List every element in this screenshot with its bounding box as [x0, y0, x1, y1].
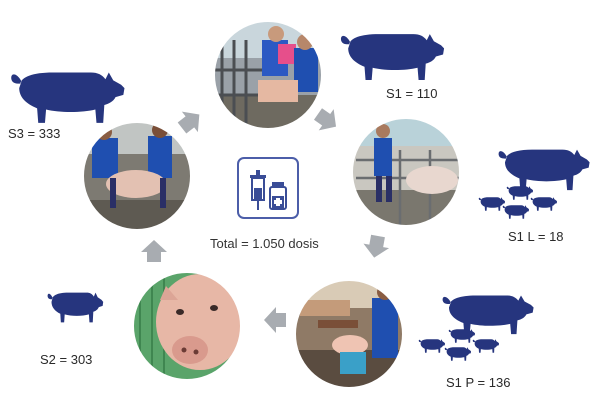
label-s3: S3 = 333: [8, 126, 61, 141]
photo-right: [352, 118, 460, 226]
label-s2: S2 = 303: [40, 352, 93, 367]
sow-with-piglets-icon-s1p: [418, 295, 534, 361]
photo-left: [83, 122, 191, 230]
label-s1l: S1 L = 18: [508, 229, 564, 244]
photo-bottom-right: [295, 280, 403, 388]
cycle-arrow-icon-4: [141, 240, 167, 262]
photo-top: [214, 21, 322, 129]
cycle-arrow-icon-2: [361, 233, 391, 260]
cycle-arrow-icon-1: [310, 103, 344, 138]
syringe-vial-icon: [237, 157, 299, 219]
total-doses-label: Total = 1.050 dosis: [210, 236, 319, 251]
label-s1p: S1 P = 136: [446, 375, 511, 390]
pig-icon-s2: [47, 292, 104, 323]
sow-with-piglets-icon-s1l: [478, 149, 590, 219]
label-s1: S1 = 110: [386, 86, 438, 101]
cycle-arrow-icon-3: [264, 307, 286, 333]
photo-bottom-left: [133, 272, 241, 380]
pig-icon-s1: [340, 34, 445, 80]
cycle-arrow-icon-5: [173, 104, 208, 139]
pig-icon-s3: [11, 72, 125, 123]
